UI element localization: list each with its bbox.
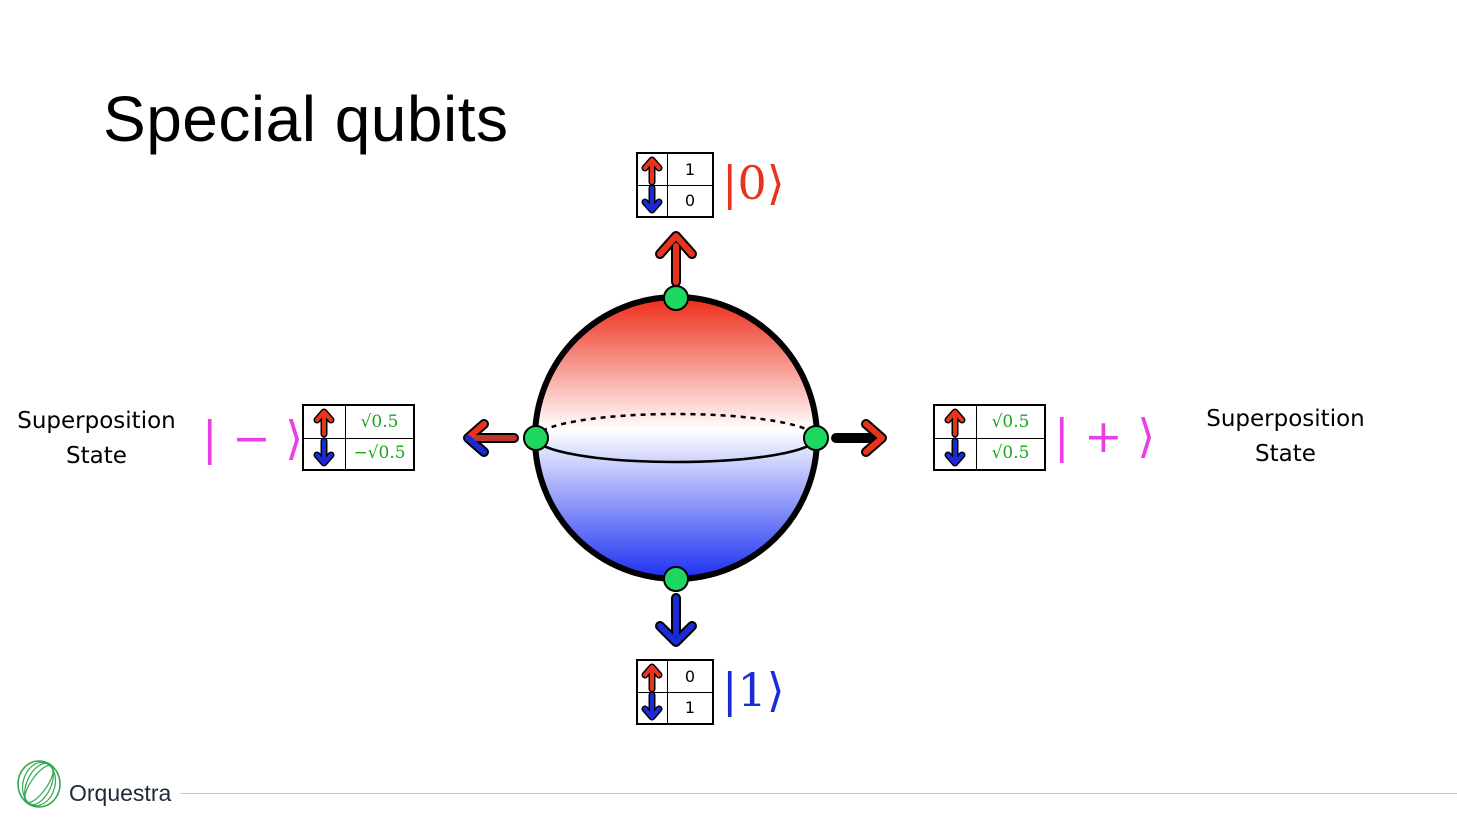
up-arrow-icon: [655, 231, 697, 287]
superposition-label-left: Superposition State: [17, 408, 176, 469]
page-title: Special qubits: [103, 83, 509, 155]
right-arrow-icon: [831, 419, 887, 457]
ket-minus: | − ⟩: [202, 411, 304, 465]
amplitude-box-minus: √0.5 −√0.5: [302, 404, 415, 471]
superposition-label-right: Superposition State: [1206, 406, 1365, 467]
amplitude-down: −√0.5: [353, 443, 406, 464]
ket-zero: |0⟩: [722, 156, 785, 210]
amplitude-up: 1: [684, 160, 696, 179]
down-arrow-icon: [655, 593, 697, 647]
orquestra-logo-icon: [17, 760, 61, 808]
marker-zero: [663, 285, 689, 311]
ket-plus: | + ⟩: [1054, 409, 1156, 463]
amplitude-box-plus: √0.5 √0.5: [933, 404, 1046, 471]
amplitude-down: 0: [684, 191, 696, 210]
amplitude-box-one: 0 1: [636, 659, 714, 725]
equator-front: [534, 437, 818, 464]
spin-arrows-icon: [304, 406, 346, 469]
left-arrow-icon: [463, 419, 519, 457]
amplitude-up: √0.5: [360, 411, 399, 432]
spin-arrows-icon: [935, 406, 977, 469]
marker-plus: [803, 425, 829, 451]
equator-back: [534, 412, 818, 439]
amplitude-down: √0.5: [991, 443, 1030, 464]
amplitude-down: 1: [684, 698, 696, 717]
bloch-sphere: [532, 294, 820, 582]
amplitude-up: √0.5: [991, 411, 1030, 432]
amplitude-up: 0: [684, 667, 696, 686]
brand-name: Orquestra: [69, 780, 172, 806]
marker-minus: [523, 425, 549, 451]
marker-one: [663, 566, 689, 592]
amplitude-box-zero: 1 0: [636, 152, 714, 218]
ket-one: |1⟩: [722, 663, 785, 717]
footer-divider: [180, 793, 1457, 794]
